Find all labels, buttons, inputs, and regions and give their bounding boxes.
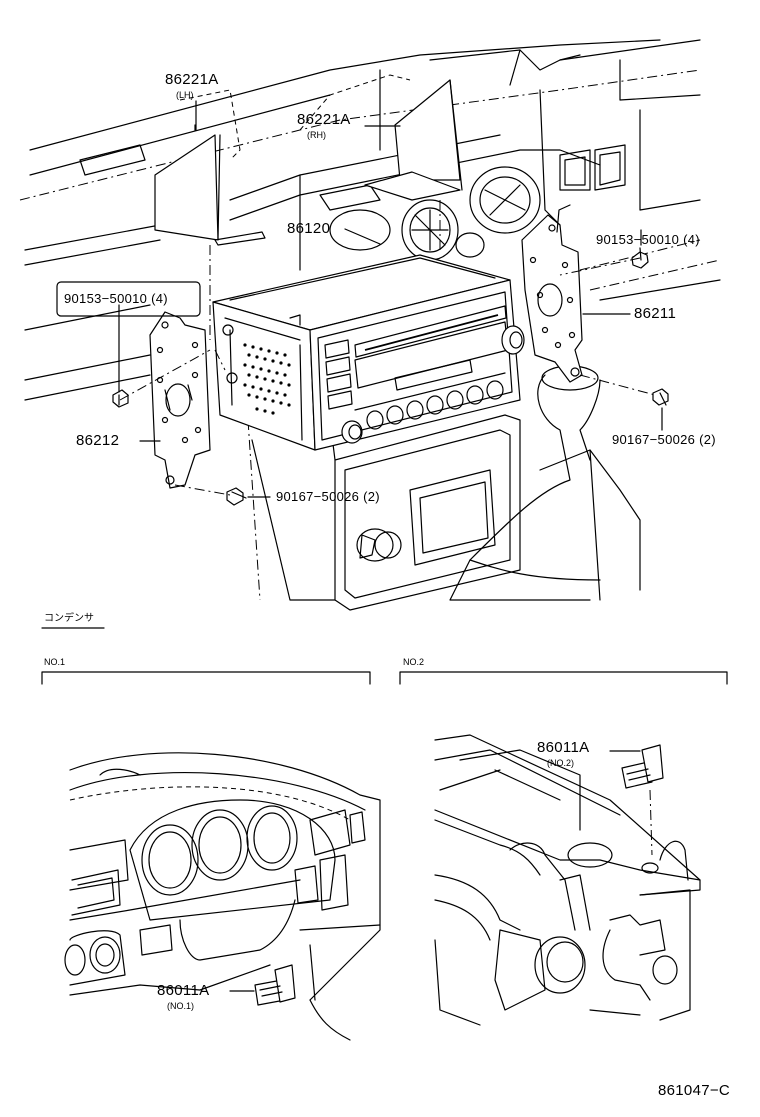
screw-lower-right (652, 388, 669, 406)
dashboard-no1-drawing (64, 752, 381, 1041)
label-condenser-no1-note: (NO.1) (167, 1001, 194, 1011)
condenser-no2-drawing (609, 744, 664, 856)
label-screw-left-lower: 90167−50026 (2) (276, 489, 380, 504)
bracket-right-drawing (521, 204, 583, 383)
label-screw-right-lower: 90167−50026 (2) (612, 432, 716, 447)
label-bracket-rh-note: (RH) (307, 130, 326, 140)
label-bracket-left: 86212 (76, 432, 120, 449)
condenser-no1-drawing (229, 964, 296, 1006)
leader-lines-top (118, 100, 663, 498)
label-condenser-no2-note: (NO.2) (547, 758, 574, 768)
label-screw-right-upper: 90153−50010 (4) (596, 232, 700, 247)
callout-box-left-screw (56, 281, 201, 317)
bracket-left-drawing (149, 311, 211, 489)
label-bracket-rh: 86221A (297, 111, 351, 128)
screw-lower-left (226, 487, 247, 506)
label-bracket-lh: 86221A (165, 71, 219, 88)
condenser-title: コンデンサ (44, 613, 94, 624)
figure-code: 861047−C (658, 1082, 731, 1099)
section-label-no2: NO.2 (403, 657, 425, 667)
section-label-no1: NO.1 (44, 657, 66, 667)
bracket-lh-drawing (154, 124, 266, 246)
assembly-lines (119, 200, 656, 496)
label-radio-receiver: 86120 (287, 220, 331, 237)
radio-receiver-drawing (212, 254, 525, 451)
label-condenser-no2: 86011A (537, 739, 590, 756)
bracket-rh-drawing (364, 79, 463, 201)
section-bracket-no2 (399, 671, 728, 685)
screw-upper-right (631, 247, 649, 269)
label-bracket-lh-note: (LH) (176, 90, 194, 100)
screw-upper-left (112, 389, 129, 408)
section-bracket-no1 (41, 671, 371, 685)
label-condenser-no1: 86011A (157, 982, 210, 999)
label-screw-left-upper: 90153−50010 (4) (64, 291, 168, 306)
engine-bay-no2-drawing (434, 734, 701, 1026)
label-bracket-right: 86211 (634, 305, 677, 322)
